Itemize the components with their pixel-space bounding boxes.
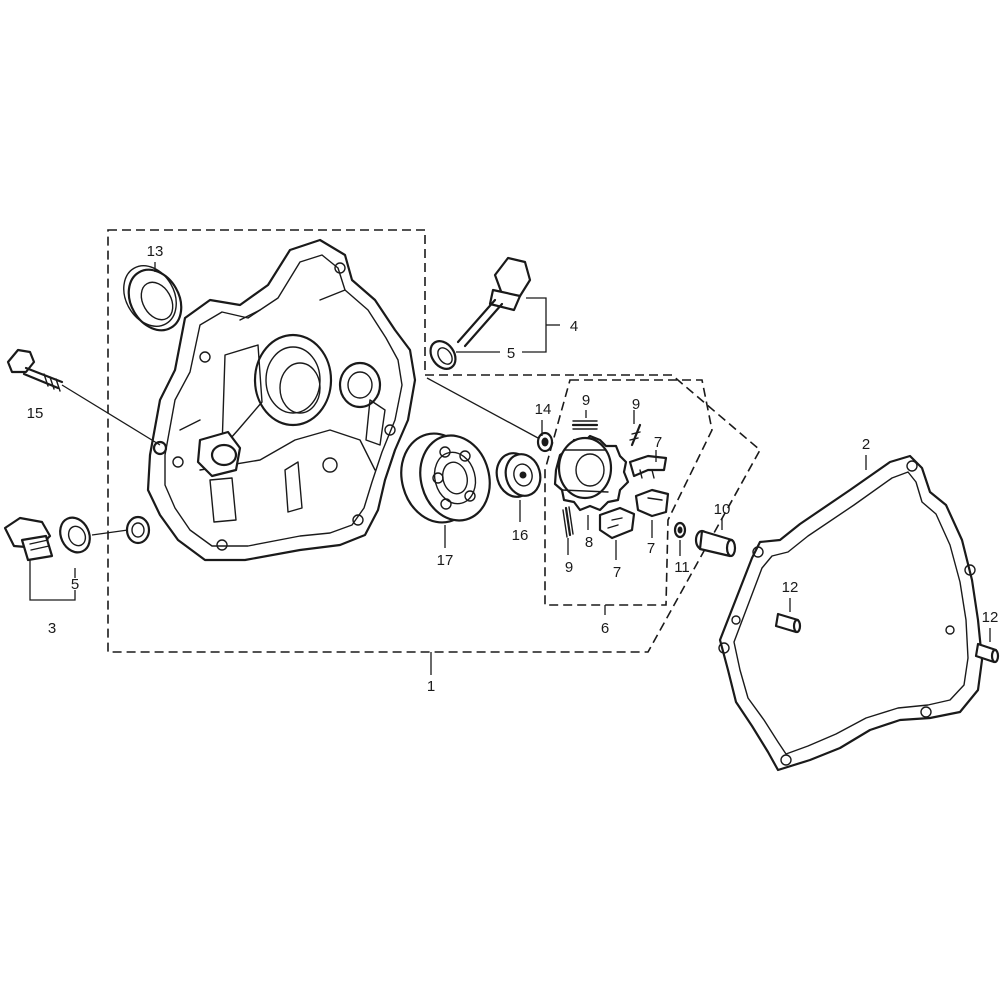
governor-pin-spring [629,423,642,447]
governor-weight-upper [628,454,668,479]
dowel-pin-left [774,598,802,634]
callout-14: 14 [535,401,552,418]
callout-7-lower: 7 [613,564,621,581]
callout-7-middle: 7 [647,540,655,557]
callout-9-lower: 9 [565,559,573,576]
callout-1: 1 [427,678,435,695]
callout-6: 6 [601,620,609,637]
callout-15: 15 [27,405,44,422]
ball-bearing-small [495,452,542,498]
drain-boss [125,515,151,545]
callout-9-upper-left: 9 [582,392,590,409]
drain-plug [3,516,76,601]
callout-4: 4 [570,318,578,335]
crankcase-gasket [718,454,984,772]
governor-pin-lower [562,506,574,538]
o-ring-lower [59,516,129,554]
governor-shaft [694,529,737,558]
dowel-pin-right [974,628,1000,664]
thrust-washer [426,377,554,453]
callout-5-upper: 5 [507,345,515,362]
callout-5-lower: 5 [71,576,79,593]
callout-12-left: 12 [782,579,799,596]
oil-seal [123,265,183,332]
ball-bearing-large [400,432,491,524]
callout-10: 10 [714,501,731,518]
callout-13: 13 [147,243,164,260]
governor-weight-middle [634,488,670,518]
callout-7-upper: 7 [654,434,662,451]
callout-2: 2 [862,436,870,453]
crankcase-cover-assembly-boundary [107,229,762,653]
callout-8: 8 [585,534,593,551]
governor-pin-upper [571,420,599,430]
governor-gear [553,434,630,512]
leader-lines [74,262,867,675]
callout-16: 16 [512,527,529,544]
flange-bolt [6,348,161,446]
callout-11: 11 [674,559,690,576]
callout-9-upper-right: 9 [632,396,640,413]
governor-assembly-boundary [544,379,713,606]
callout-17: 17 [437,552,454,569]
crankcase-cover [146,238,417,562]
governor-slider [598,506,636,540]
callout-labels: 1 2 3 4 5 5 6 7 7 7 8 9 9 9 10 11 12 12 … [27,243,999,695]
callout-3: 3 [48,620,56,637]
oil-level-gauge [456,256,560,353]
o-ring-upper [429,340,500,370]
shaft-washer [673,521,687,539]
callout-12-right: 12 [982,609,999,626]
